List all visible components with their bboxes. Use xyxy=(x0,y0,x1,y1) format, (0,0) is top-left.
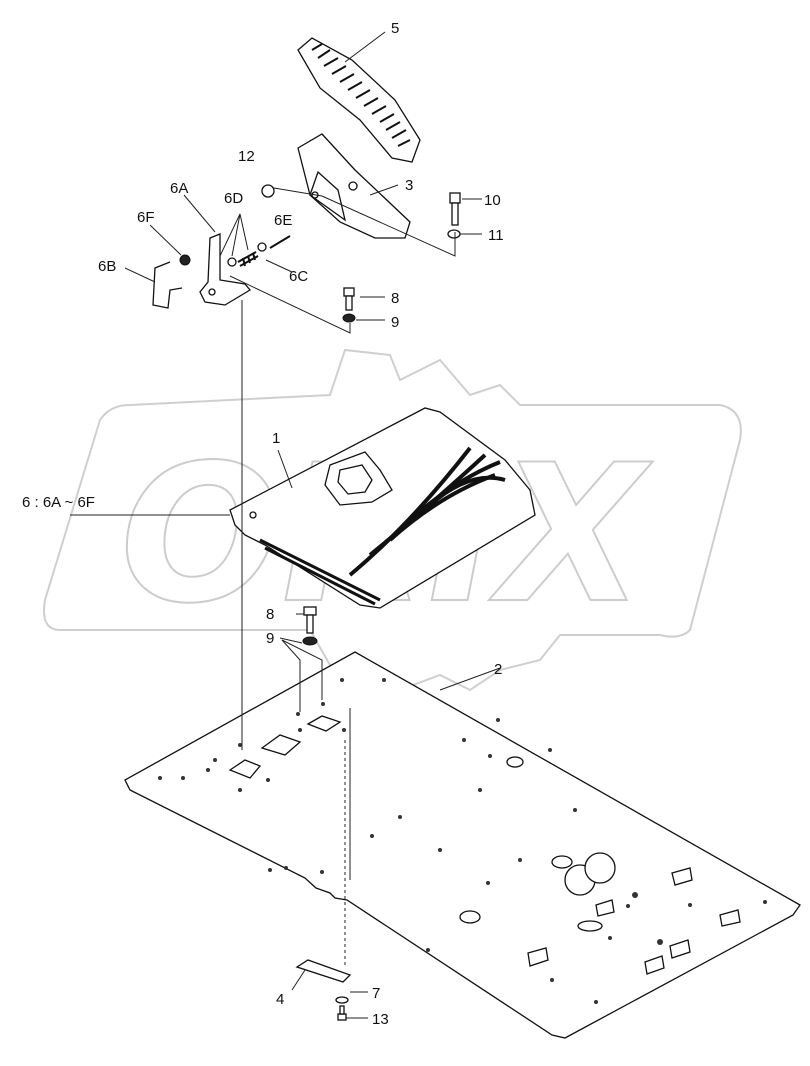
part-6B-u-bolt xyxy=(152,261,183,309)
leader-lines xyxy=(70,31,501,1019)
part-11-washer xyxy=(447,229,461,239)
part-8-bolt-top xyxy=(343,287,355,311)
callout-5: 5 xyxy=(391,20,399,37)
callout-6C: 6C xyxy=(289,268,308,285)
callout-4: 4 xyxy=(276,991,284,1008)
part-10-bolt xyxy=(449,192,461,226)
part-6C-spring xyxy=(237,251,259,267)
part-2-floor-plate xyxy=(124,651,801,1039)
callout-6A: 6A xyxy=(170,180,188,197)
callout-6E: 6E xyxy=(274,212,292,229)
part-7-washer xyxy=(335,996,349,1004)
part-9-washer-middle xyxy=(302,636,318,646)
floor-plate-post-2 xyxy=(584,852,616,884)
callout-7: 7 xyxy=(372,985,380,1002)
part-6F-nut xyxy=(179,254,191,266)
callout-9-top: 9 xyxy=(391,314,399,331)
callout-3: 3 xyxy=(405,177,413,194)
callout-1: 1 xyxy=(272,430,280,447)
callout-10: 10 xyxy=(484,192,501,209)
group-note: 6 : 6A ~ 6F xyxy=(22,494,95,511)
callout-13: 13 xyxy=(372,1011,389,1028)
part-6-assembly xyxy=(152,233,291,309)
part-12-nut xyxy=(261,184,275,198)
callout-9-middle: 9 xyxy=(266,630,274,647)
callout-12: 12 xyxy=(238,148,255,165)
part-3-pedal-bracket xyxy=(297,133,411,239)
part-6E-pin xyxy=(269,235,291,249)
callouts: 5 3 10 11 12 6A 6D 6E 6F 6B 6C 8 9 1 6 :… xyxy=(22,20,504,1028)
part-4-strap xyxy=(295,959,352,983)
callout-8-middle: 8 xyxy=(266,606,274,623)
part-8-bolt-middle xyxy=(303,606,317,634)
part-9-washer-top xyxy=(342,313,356,323)
callout-6D: 6D xyxy=(224,190,243,207)
part-5-pedal-pad xyxy=(297,37,421,163)
callout-8-top: 8 xyxy=(391,290,399,307)
part-13-bolt xyxy=(337,1005,347,1021)
callout-6F: 6F xyxy=(137,209,155,226)
part-1-floor-mat xyxy=(229,407,536,609)
callout-2: 2 xyxy=(494,661,502,678)
callout-6B: 6B xyxy=(98,258,116,275)
callout-11: 11 xyxy=(488,227,504,244)
